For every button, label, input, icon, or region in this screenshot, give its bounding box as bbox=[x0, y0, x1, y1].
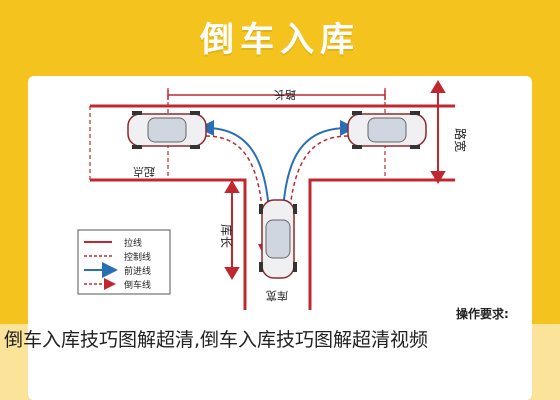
road-outline bbox=[90, 104, 455, 310]
road-length-label: 路长 bbox=[274, 88, 296, 101]
caption-text: 倒车入库技巧图解超清,倒车入库技巧图解超清视频 bbox=[4, 329, 429, 351]
caption-band bbox=[0, 324, 560, 400]
legend-label-solid: 拉线 bbox=[124, 239, 143, 249]
car-right bbox=[347, 111, 427, 149]
start-point-label: 起点 bbox=[133, 165, 155, 178]
legend-label-dashed: 控制线 bbox=[124, 253, 152, 263]
road-width-label: 路宽 bbox=[453, 128, 468, 152]
legend-label-forward: 前进线 bbox=[124, 267, 152, 277]
garage-width-label: 库宽 bbox=[266, 289, 288, 303]
road-bottom-left-edge bbox=[90, 178, 247, 310]
road-width-dimension bbox=[430, 80, 446, 184]
car-left bbox=[127, 111, 207, 149]
legend bbox=[77, 229, 171, 295]
page-title: 倒车入库 bbox=[200, 20, 360, 60]
road-length-dimension bbox=[167, 90, 386, 100]
title-banner bbox=[0, 0, 560, 80]
garage-length-dimension bbox=[224, 180, 240, 280]
road-bottom-right-edge bbox=[308, 178, 455, 310]
legend-label-reverse: 倒车线 bbox=[124, 281, 152, 291]
operation-title: 操作要求: bbox=[456, 307, 509, 321]
car-in-garage bbox=[259, 199, 297, 279]
garage-length-label: 库长 bbox=[219, 224, 234, 248]
